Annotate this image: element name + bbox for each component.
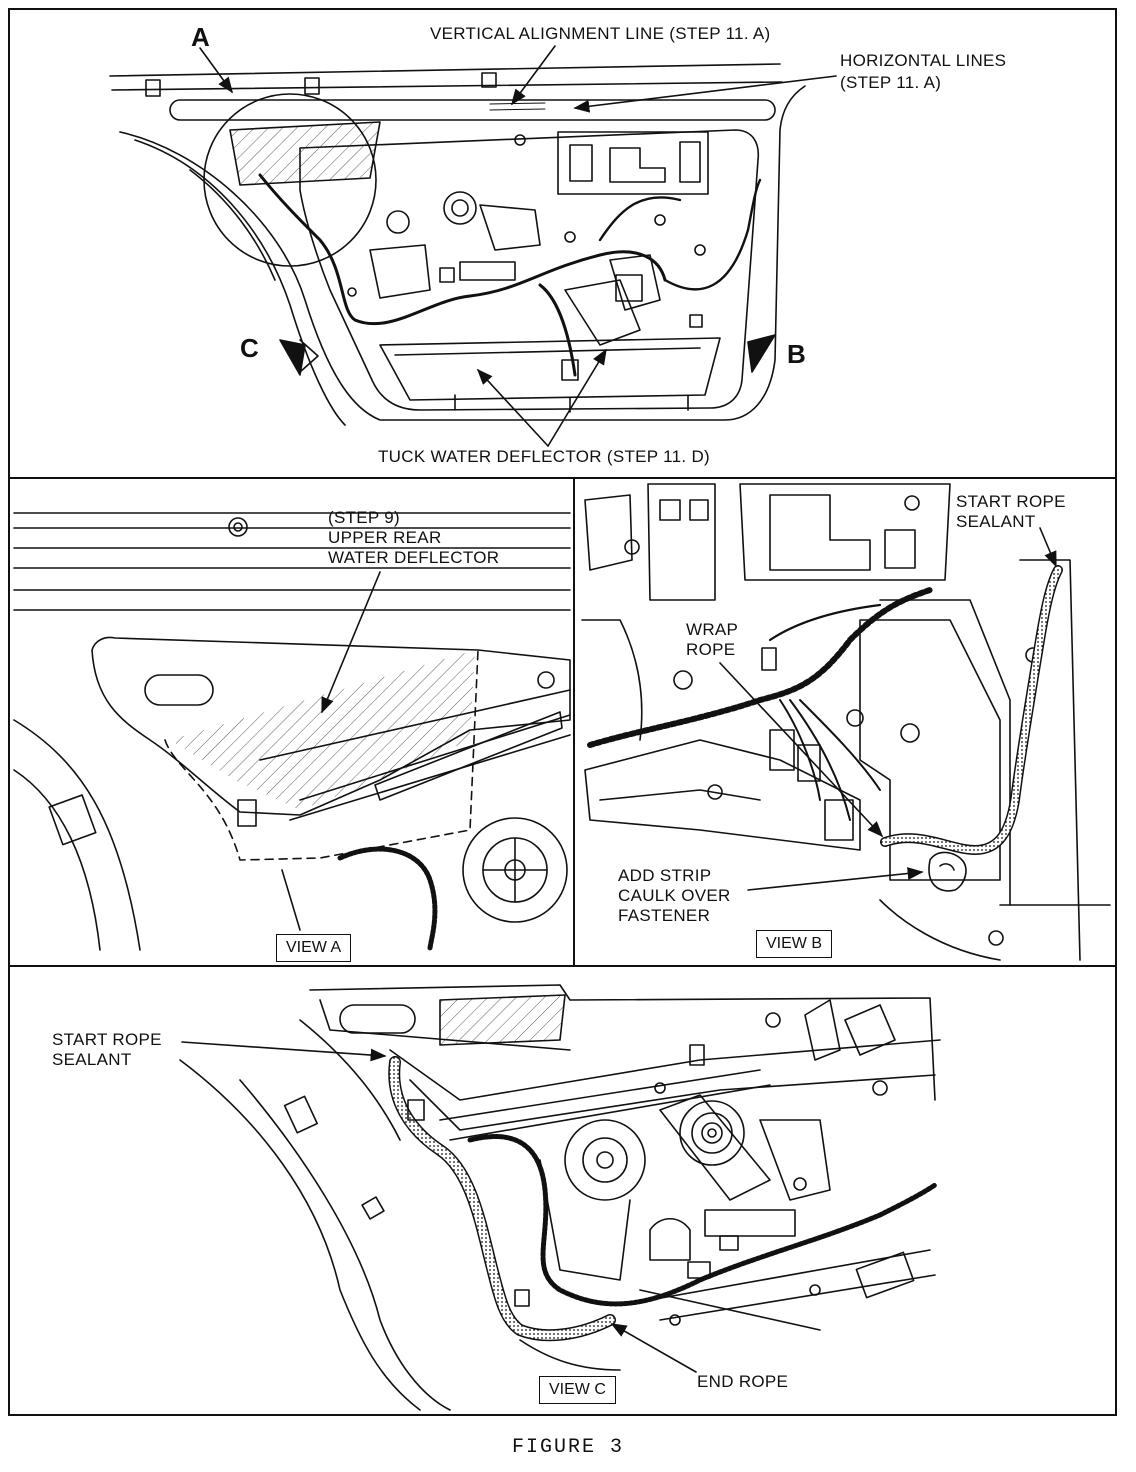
view-b-sealant-label: SEALANT (956, 512, 1036, 531)
view-b-start-rope-label: START ROPE (956, 492, 1066, 511)
view-c-tag: VIEW C (539, 1376, 616, 1404)
view-a-step-label: (STEP 9) (328, 508, 400, 527)
view-a-deflector-label: WATER DEFLECTOR (328, 548, 500, 567)
view-c-drawing (179, 984, 941, 1411)
horizontal-lines-label: HORIZONTAL LINES (840, 51, 1007, 70)
fastener-label: FASTENER (618, 906, 711, 925)
figure-frame (8, 8, 1117, 1416)
view-a-upper-rear-label: UPPER REAR (328, 528, 442, 547)
end-rope-label: END ROPE (697, 1372, 789, 1391)
view-b-tag: VIEW B (756, 930, 833, 958)
rope-label: ROPE (686, 640, 736, 659)
tuck-deflector-label: TUCK WATER DEFLECTOR (STEP 11. D) (378, 447, 710, 466)
view-c-start-rope-label: START ROPE (52, 1030, 162, 1049)
callout-a: A (191, 22, 211, 52)
callout-c: C (240, 333, 260, 363)
horizontal-lines-step-label: (STEP 11. A) (840, 73, 942, 92)
vertical-alignment-label: VERTICAL ALIGNMENT LINE (STEP 11. A) (430, 24, 771, 43)
caulk-over-label: CAULK OVER (618, 886, 731, 905)
figure-caption: FIGURE 3 (511, 1436, 624, 1459)
add-strip-label: ADD STRIP (618, 866, 712, 885)
wrap-label: WRAP (686, 620, 739, 639)
view-a-tag: VIEW A (276, 934, 352, 962)
view-a-drawing (13, 512, 571, 951)
view-b-drawing (581, 483, 1111, 961)
door-overview (109, 45, 837, 447)
view-c-sealant-label: SEALANT (52, 1050, 132, 1069)
callout-b: B (787, 339, 807, 369)
